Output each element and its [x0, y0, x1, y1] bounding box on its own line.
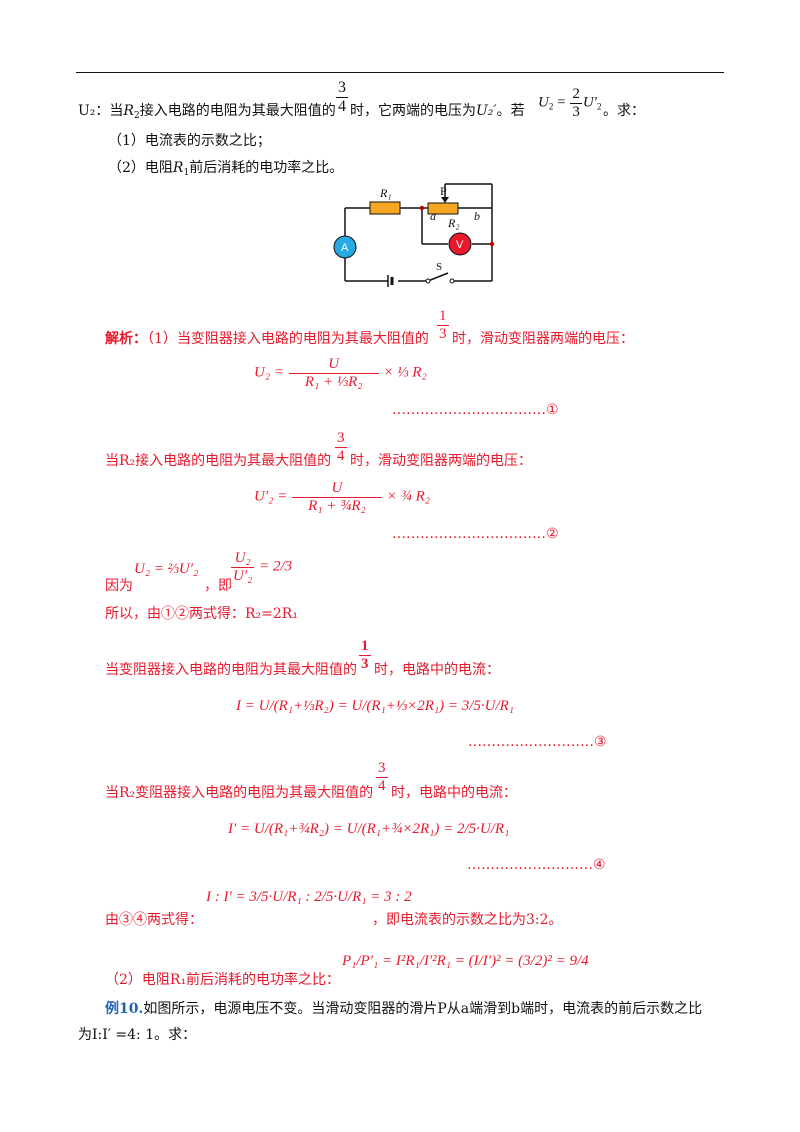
solution-step-2: 当R₂接入电路的电阻为其最大阻值的 — [105, 453, 332, 469]
label-r1: R₁ — [379, 186, 392, 200]
label-p: P — [440, 184, 447, 198]
resistor-r2 — [427, 202, 459, 215]
solution-step-2-tail: 时，滑动变阻器两端的电压： — [350, 453, 532, 469]
circuit-diagram: R₁ P a b R₂ A V S — [333, 183, 495, 287]
label-b: b — [474, 209, 480, 223]
label-switch: S — [436, 261, 442, 273]
top-rule — [76, 72, 724, 73]
example-10-line-2: 为I:I′ =4: 1。求： — [78, 1027, 197, 1043]
power-ratio-label: （2）电阻R₁前后消耗的电功率之比： — [105, 972, 341, 988]
equation-3: I = U/(R₁+⅓R₂) = U/(R₁+⅓×2R₁) = 3/5·U/R₁ — [236, 698, 515, 714]
voltmeter-icon — [448, 232, 472, 256]
switch-icon — [425, 278, 431, 284]
slider-arrow-icon — [441, 197, 449, 203]
because-label: 因为 — [105, 578, 133, 594]
marker-2: ……………………………② — [392, 526, 559, 542]
current-ratio-equation: I : I′ = 3/5·U/R₁ : 2/5·U/R₁ = 3 : 2 — [206, 889, 412, 905]
question-2: （2）电阻R1前后消耗的电功率之比。 — [108, 160, 344, 178]
label-a: a — [430, 209, 436, 223]
equation-4: I′ = U/(R₁+¾R₂) = U/(R₁+¾×2R₁) = 2/5·U/R… — [228, 821, 510, 837]
solution-step-1-tail: 时，滑动变阻器两端的电压： — [452, 331, 634, 347]
label-voltmeter: V — [456, 239, 464, 251]
solution-step-4-tail: 时，电路中的电流： — [391, 785, 517, 801]
marker-4: ………………………④ — [467, 857, 606, 873]
solution-step-1: 解析：（1）当变阻器接入电路的电阻为其最大阻值的 — [105, 331, 429, 347]
power-ratio-equation: P₁/P′₁ = I²R₁/I′²R₁ = (I/I′)² = (3/2)² =… — [342, 953, 589, 969]
label-r2: R₂ — [447, 216, 460, 230]
example-10-line-1: 例10.如图所示，电源电压不变。当滑动变阻器的滑片P从a端滑到b端时，电流表的前… — [105, 1001, 703, 1017]
label-ammeter: A — [341, 242, 349, 254]
ji-label: ，即 — [204, 578, 232, 594]
solution-step-3: 当变阻器接入电路的电阻为其最大阻值的 — [105, 662, 357, 678]
ammeter-icon — [333, 235, 357, 259]
problem-statement: U₂：当R2接入电路的电阻为其最大阻值的 — [78, 103, 336, 121]
problem-ask: 。求： — [603, 103, 645, 119]
r2-equals-2r1: 所以，由①②两式得：R₂=2R₁ — [105, 606, 298, 622]
marker-3: ………………………③ — [468, 734, 607, 750]
from-3-4: 由③④两式得： — [105, 912, 203, 928]
question-1: （1）电流表的示数之比； — [108, 133, 271, 149]
current-ratio-conclusion: ，即电流表的示数之比为3:2。 — [372, 912, 563, 928]
resistor-r1 — [369, 201, 401, 215]
because-equation: U₂ = ⅔U′₂ — [134, 561, 199, 577]
marker-1: ……………………………① — [392, 402, 559, 418]
problem-statement-cont: 时，它两端的电压为U₂′。若 — [350, 103, 525, 119]
solution-step-4: 当R₂变阻器接入电路的电阻为其最大阻值的 — [105, 785, 374, 801]
solution-step-3-tail: 时，电路中的电流： — [374, 662, 500, 678]
